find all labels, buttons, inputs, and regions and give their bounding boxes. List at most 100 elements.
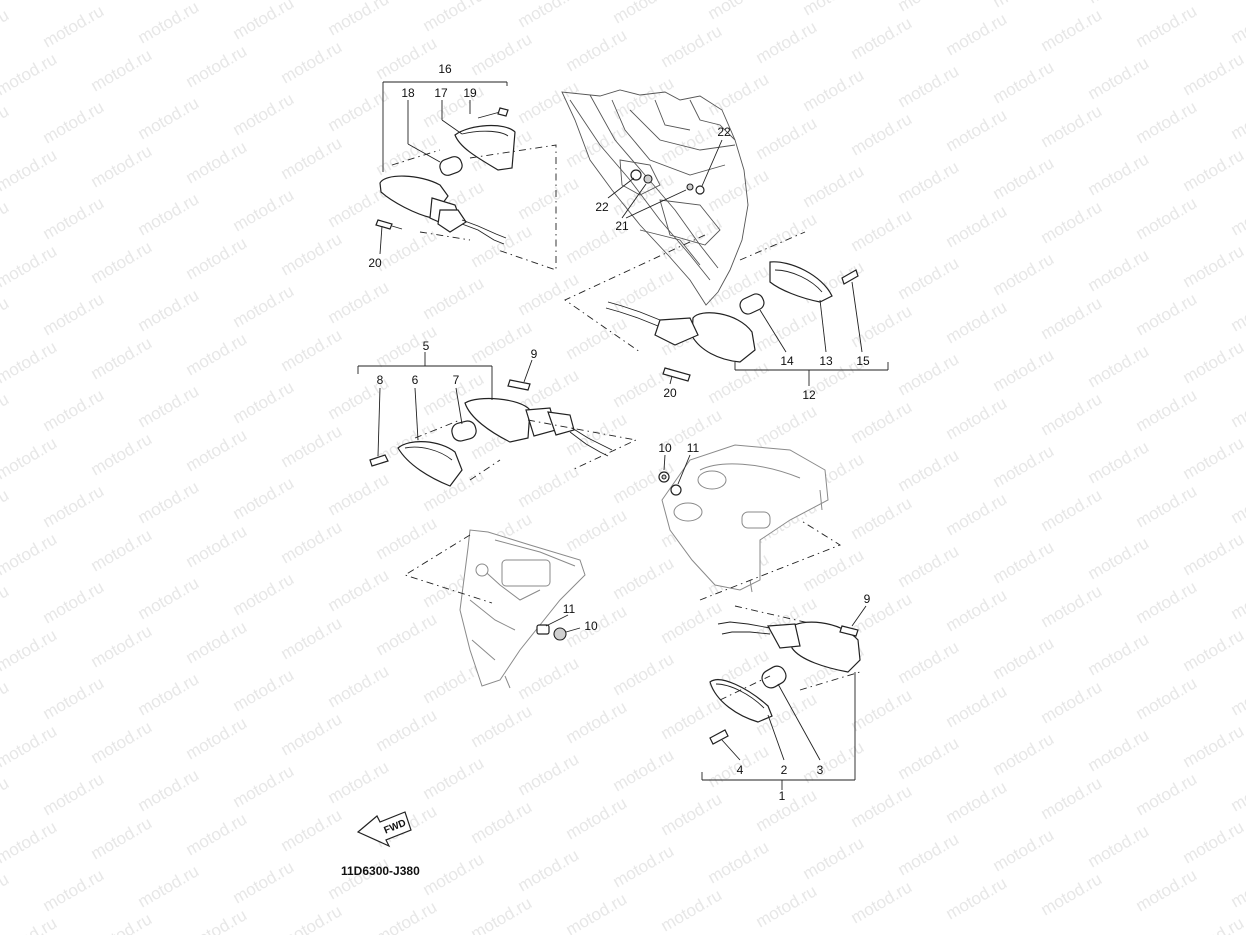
nut-and-washer-upper [658,471,682,496]
watermark-text: motod.ru [1038,677,1106,727]
watermark-text: motod.ru [1085,245,1153,295]
watermark-text: motod.ru [468,221,536,271]
watermark-text: motod.ru [610,169,678,219]
watermark-text: motod.ru [848,877,916,927]
mount-line-5 [414,419,638,481]
watermark-text: motod.ru [1038,101,1106,151]
watermark-text: motod.ru [943,873,1011,923]
watermark-text: motod.ru [1085,821,1153,871]
watermark-text: motod.ru [0,485,12,535]
watermark-text: motod.ru [610,0,678,27]
watermark-text: motod.ru [135,189,203,239]
watermark-text: motod.ru [705,0,773,23]
watermark-text: motod.ru [563,793,631,843]
watermark-text: motod.ru [278,229,346,279]
watermark-text: motod.ru [278,517,346,567]
watermark-text: motod.ru [183,329,251,379]
callout-12: 12 [802,388,816,402]
watermark-text: motod.ru [0,0,60,3]
watermark-text: motod.ru [848,685,916,735]
watermark-text: motod.ru [1180,337,1246,387]
watermark-text: motod.ru [800,545,868,595]
watermark-text: motod.ru [373,225,441,275]
watermark-text: motod.ru [990,153,1058,203]
watermark-text: motod.ru [1085,629,1153,679]
watermark-text: motod.ru [1228,669,1246,719]
watermark-text: motod.ru [183,425,251,475]
callout-6: 6 [412,373,419,387]
mount-line-16 [391,144,557,271]
watermark-text: motod.ru [420,0,488,35]
watermark-text: motod.ru [943,585,1011,635]
watermark-text: motod.ru [468,29,536,79]
callout-19: 19 [463,86,477,100]
watermark-text: motod.ru [0,293,12,343]
watermark-text: motod.ru [1038,5,1106,55]
callout-1: 1 [779,789,786,803]
callout-10-lower: 10 [584,619,598,633]
watermark-text: motod.ru [800,161,868,211]
watermark-text: motod.ru [0,389,12,439]
turn-signal-assembly-1 [709,621,861,745]
watermark-text: motod.ru [373,897,441,935]
watermark-text: motod.ru [468,701,536,751]
watermark-text: motod.ru [1038,293,1106,343]
callouts: 16 18 17 19 20 22 22 21 14 13 15 12 20 5… [368,62,870,803]
watermark-text: motod.ru [753,305,821,355]
watermark-text: motod.ru [0,101,12,151]
watermark-text: motod.ru [895,349,963,399]
watermark-text: motod.ru [40,481,108,531]
watermark-text: motod.ru [895,253,963,303]
watermark-text: motod.ru [1180,49,1246,99]
mount-line-1 [719,671,861,701]
watermark-text: motod.ru [753,209,821,259]
watermark-text: motod.ru [135,669,203,719]
watermark-text: motod.ru [88,621,156,671]
watermark-text: motod.ru [515,461,583,511]
callout-16: 16 [438,62,452,76]
watermark-text: motod.ru [705,837,773,887]
watermark-text: motod.ru [135,285,203,335]
watermark-text: motod.ru [183,137,251,187]
watermark-text: motod.ru [848,13,916,63]
watermark-text: motod.ru [88,909,156,935]
watermark-text: motod.ru [990,729,1058,779]
watermark-text: motod.ru [468,797,536,847]
watermark-text: motod.ru [40,673,108,723]
watermark-text: motod.ru [1228,861,1246,911]
leader-lines [357,81,889,790]
callout-8: 8 [377,373,384,387]
watermark-text: motod.ru [278,133,346,183]
watermark-text: motod.ru [658,117,726,167]
watermark-text: motod.ru [895,61,963,111]
watermark-text: motod.ru [515,845,583,895]
watermark-text: motod.ru [563,25,631,75]
callout-11-lower: 11 [563,602,576,616]
watermark-text: motod.ru [278,709,346,759]
rear-frame [561,89,749,306]
callout-11-upper: 11 [687,441,700,455]
watermark-text: motod.ru [88,237,156,287]
watermark-text: motod.ru [1180,625,1246,675]
watermark-text: motod.ru [278,325,346,375]
mount-line-12 [564,231,806,353]
watermark-text: motod.ru [943,201,1011,251]
watermark-text: motod.ru [325,85,393,135]
watermark-text: motod.ru [0,529,60,579]
watermark-text: motod.ru [183,617,251,667]
watermark-text: motod.ru [0,49,60,99]
watermark-text: motod.ru [563,505,631,555]
watermark-text: motod.ru [515,269,583,319]
watermark-text: motod.ru [990,345,1058,395]
watermark-text: motod.ru [515,653,583,703]
watermark-text: motod.ru [1133,769,1201,819]
watermark-text: motod.ru [135,861,203,911]
watermark-text: motod.ru [135,0,203,47]
watermark-text: motod.ru [895,541,963,591]
turn-signal-assembly-16 [375,107,516,245]
watermark-text: motod.ru [0,197,12,247]
watermark-text: motod.ru [1228,93,1246,143]
watermark-text: motod.ru [848,781,916,831]
watermark-text: motod.ru [943,297,1011,347]
